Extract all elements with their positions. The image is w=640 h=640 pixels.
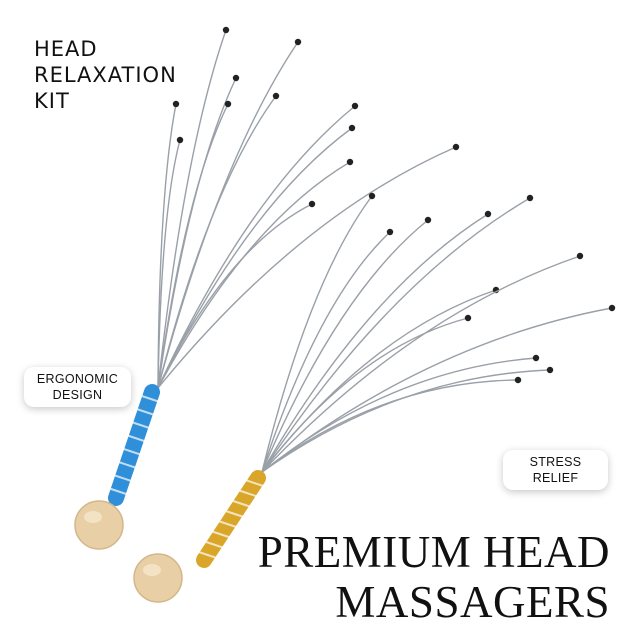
massager-wire [261, 197, 531, 473]
wire-tip [452, 143, 460, 151]
wire-tip [576, 252, 584, 260]
wire-tip [308, 200, 316, 208]
massager-wire [261, 195, 373, 473]
wire-tip [351, 102, 359, 110]
massager-wire [157, 105, 356, 389]
wire-tip [546, 366, 554, 374]
handle-coil [218, 520, 237, 529]
kit-title-line-2: RELAXATION [34, 63, 177, 87]
wire-tip [294, 38, 302, 46]
wire-tip [348, 124, 356, 132]
handle-coil [245, 479, 264, 488]
massager-wire [261, 219, 429, 473]
wire-tip [172, 100, 180, 108]
wire-tip [176, 136, 184, 144]
handle-coil [117, 460, 137, 469]
handle-coil [225, 509, 244, 518]
massager-wire [261, 231, 391, 473]
wooden-ball [74, 500, 124, 550]
stress-relief-badge: STRESS RELIEF [503, 450, 608, 490]
wire-tip [464, 314, 472, 322]
handle-coil [131, 421, 151, 430]
stress-badge-line-2: RELIEF [532, 471, 579, 485]
massager-wire [157, 127, 353, 389]
wire-tip [272, 92, 280, 100]
ergonomic-badge-line-1: ERGONOMIC [36, 372, 119, 386]
wire-tip [232, 74, 240, 82]
massager-wire [261, 379, 519, 473]
wooden-ball-highlight [84, 511, 102, 523]
blue-head-massager-icon [74, 26, 460, 550]
handle-coil [198, 550, 217, 559]
massager-wire [261, 317, 469, 473]
main-title-line-1: PREMIUM HEAD [257, 527, 610, 577]
wire-tip [608, 304, 616, 312]
handle-coil [108, 487, 128, 496]
wire-tip [514, 376, 522, 384]
massager-wire [261, 213, 489, 473]
massager-wire [157, 161, 351, 389]
massager-wire [157, 146, 457, 389]
wooden-ball-highlight [143, 564, 161, 576]
wire-tip [224, 100, 232, 108]
wire-tip [532, 354, 540, 362]
handle-coil [140, 394, 160, 403]
massager-handle [108, 384, 160, 506]
wire-tip [368, 192, 376, 200]
wire-tip [346, 158, 354, 166]
handle-coil [135, 407, 155, 416]
massager-wire [261, 255, 581, 473]
wire-tip [424, 216, 432, 224]
wire-tip [526, 194, 534, 202]
kit-title-line-1: HEAD [34, 37, 98, 61]
massager-wire [157, 139, 181, 389]
massager-wire [157, 103, 229, 389]
handle-coil [204, 540, 224, 549]
kit-title: HEAD RELAXATION KIT [34, 36, 177, 114]
stress-badge-line-1: STRESS [529, 455, 582, 469]
massager-handle [196, 470, 266, 568]
kit-title-line-3: KIT [34, 89, 70, 113]
main-title: PREMIUM HEAD MASSAGERS [258, 527, 610, 627]
massager-wire [157, 103, 177, 389]
wire-tip [484, 210, 492, 218]
handle-coil [238, 489, 258, 498]
wire-tip [386, 228, 394, 236]
massager-wire [157, 203, 313, 389]
gold-head-massager-icon [133, 192, 616, 603]
massager-wire [157, 95, 277, 389]
wire-tip [222, 26, 230, 34]
wooden-ball [133, 553, 183, 603]
ergonomic-design-badge: ERGONOMIC DESIGN [24, 367, 131, 407]
ergonomic-badge-line-2: DESIGN [52, 388, 103, 402]
handle-coil [122, 447, 142, 456]
handle-coil [231, 499, 251, 508]
handle-coil [211, 530, 231, 539]
massager-wire [157, 29, 227, 389]
massager-wire [157, 77, 237, 389]
handle-coil [113, 474, 133, 483]
main-title-line-2: MASSAGERS [335, 577, 610, 627]
handle-coil [126, 434, 146, 443]
massager-wire [261, 357, 537, 473]
